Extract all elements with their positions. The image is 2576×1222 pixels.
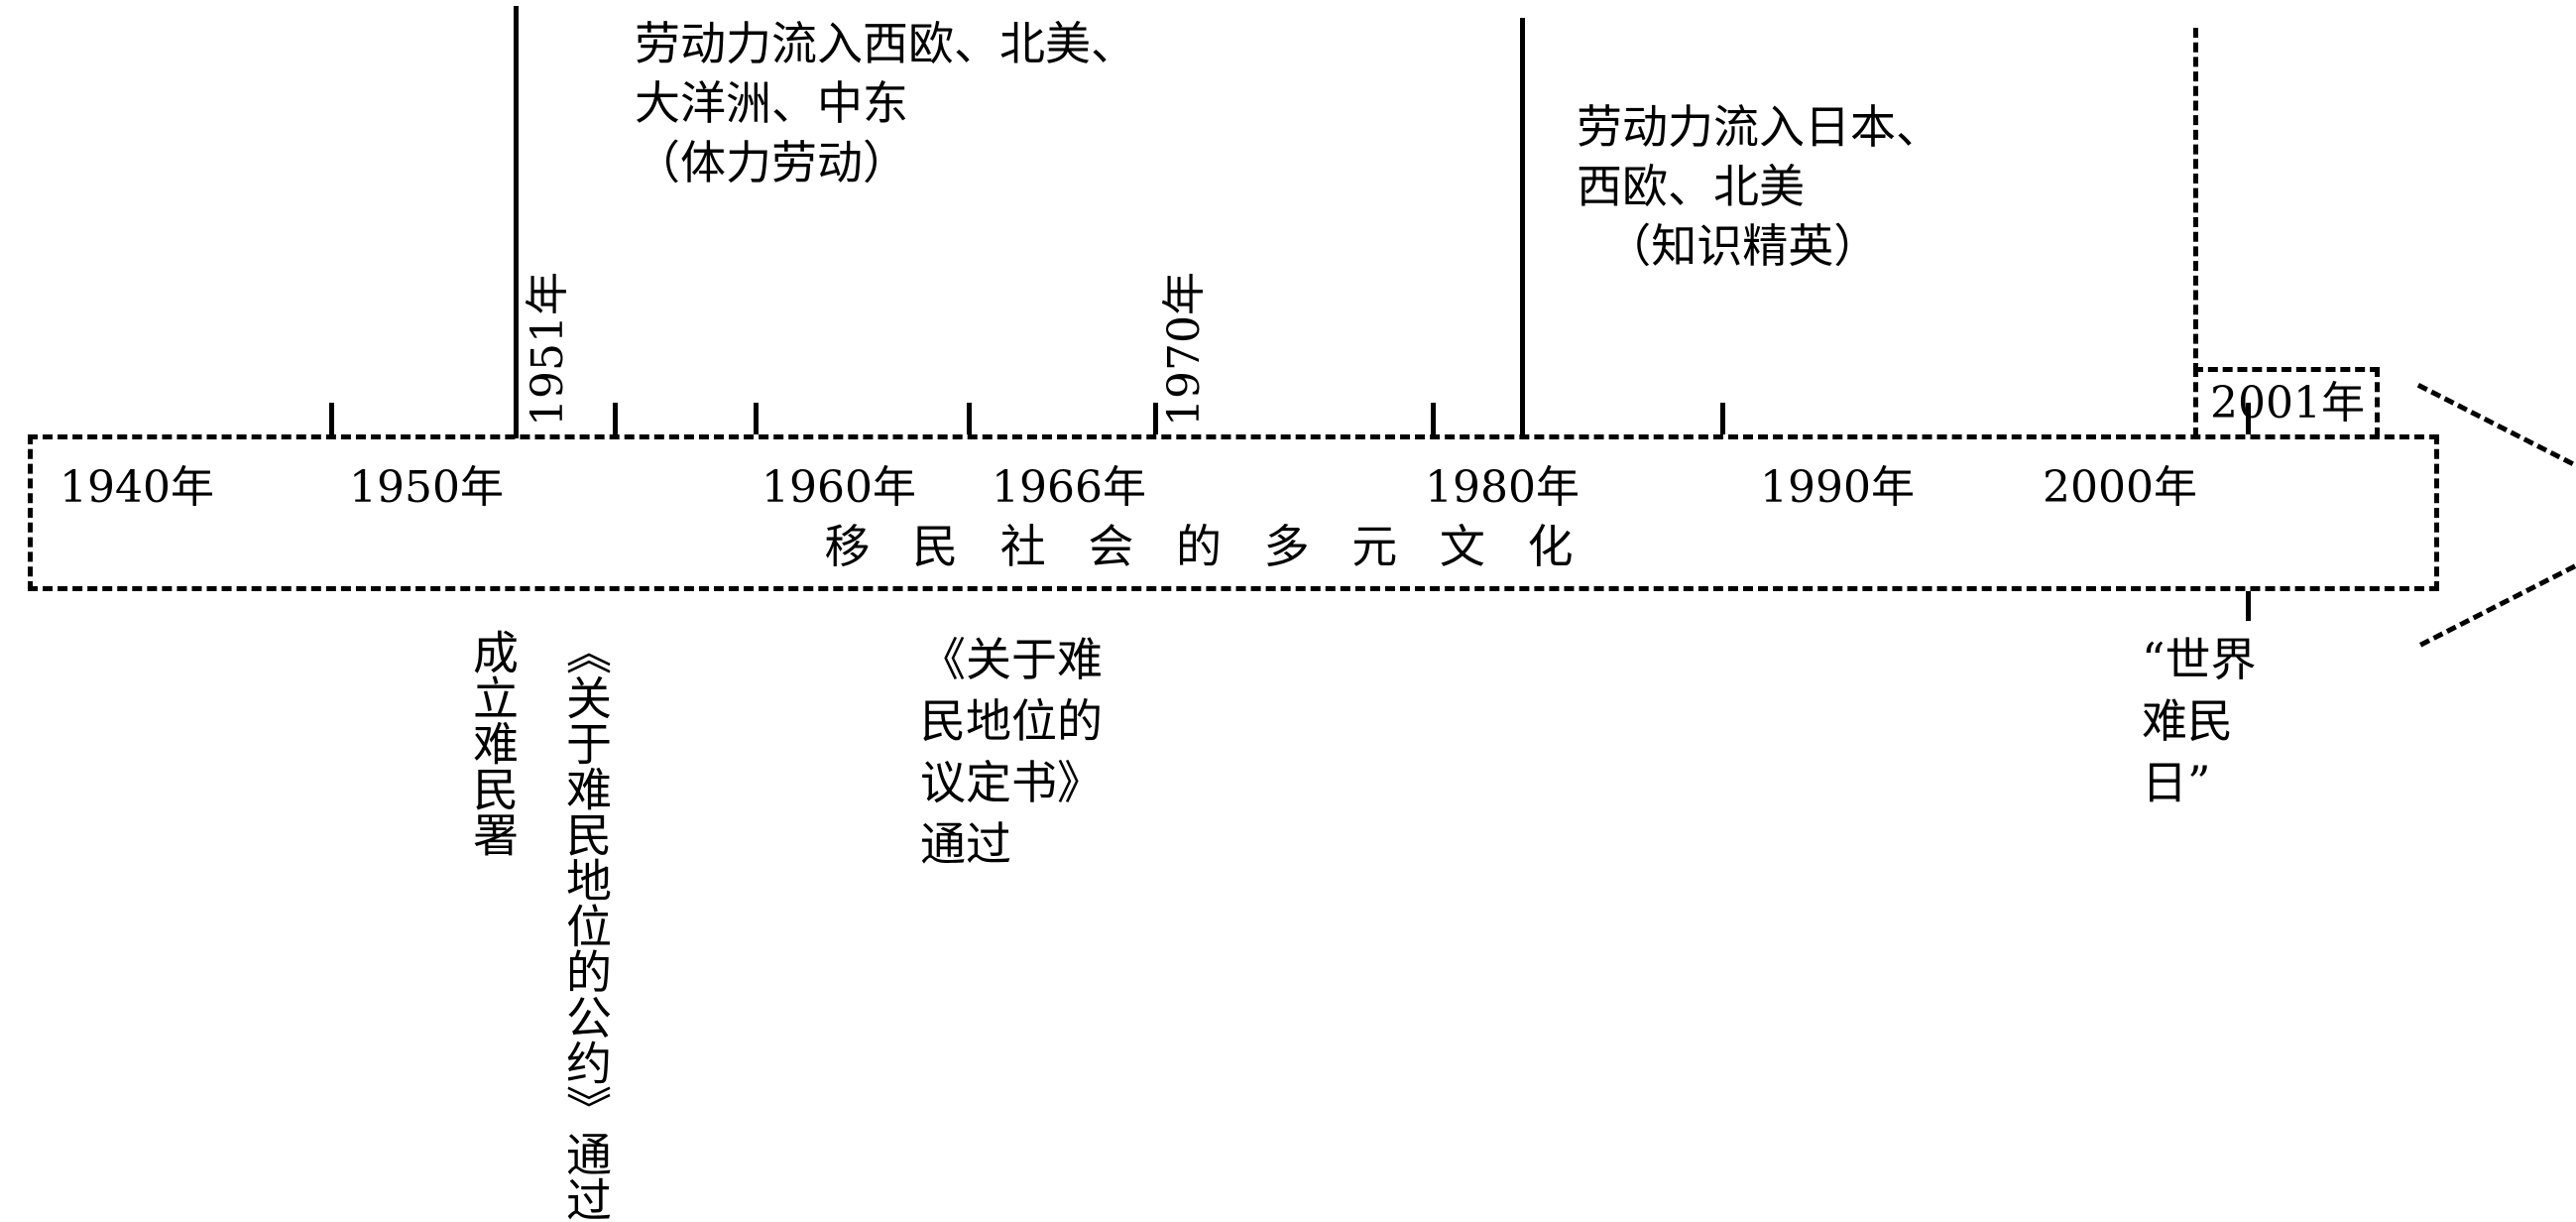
axis-tick bbox=[2246, 403, 2251, 434]
note-refugee-convention: 《关于难民地位的公约》通过 bbox=[559, 629, 613, 1222]
axis-year-label: 1940年 bbox=[59, 462, 214, 513]
timeline-band-right-edge bbox=[2434, 434, 2439, 591]
note-line: 民地位的 bbox=[920, 694, 1103, 748]
axis-year-label: 1980年 bbox=[1425, 462, 1580, 513]
line-2001-dashed bbox=[2193, 28, 2198, 373]
note-line: 劳动力流入日本、 bbox=[1577, 100, 1941, 154]
axis-tick bbox=[754, 403, 759, 434]
axis-year-label: 2000年 bbox=[2043, 462, 2197, 513]
axis-year-label-boxed: 2001年 bbox=[2193, 367, 2380, 437]
axis-tick bbox=[1720, 403, 1725, 434]
note-line: 议定书》 bbox=[920, 756, 1103, 809]
axis-year-label: 1990年 bbox=[1760, 462, 1915, 513]
axis-tick bbox=[2246, 591, 2251, 621]
axis-tick bbox=[1153, 403, 1158, 434]
note-line: 大洋洲、中东 bbox=[635, 76, 908, 130]
note-line: （体力劳动） bbox=[635, 136, 908, 189]
note-labor-to-west: 劳动力流入西欧、北美、大洋洲、中东 （体力劳动） bbox=[635, 14, 1136, 192]
note-world-refugee-day: “世界难民日” bbox=[2142, 629, 2257, 813]
axis-tick bbox=[613, 403, 618, 434]
note-line: 劳动力流入西欧、北美、 bbox=[635, 17, 1136, 70]
timeline-band bbox=[28, 434, 2439, 591]
timeline-caption: 移 民 社 会 的 多 元 文 化 bbox=[824, 520, 1587, 573]
note-refugee-protocol: 《关于难民地位的议定书》通过 bbox=[920, 629, 1103, 875]
axis-tick bbox=[967, 403, 972, 434]
note-line: “世界 bbox=[2142, 633, 2257, 686]
note-line: 难民 bbox=[2142, 694, 2233, 748]
note-line: 日” bbox=[2142, 756, 2211, 809]
note-line: 西欧、北美 bbox=[1577, 160, 1805, 213]
axis-year-label-rotated: 1970年 bbox=[1159, 272, 1210, 427]
arrow-head-stroke bbox=[2416, 383, 2576, 473]
line-1980 bbox=[1520, 18, 1525, 438]
note-refugee-agency: 成立难民署 bbox=[466, 629, 520, 857]
axis-tick bbox=[1431, 403, 1436, 434]
axis-year-label: 1960年 bbox=[761, 462, 916, 513]
note-line: 《关于难 bbox=[920, 633, 1103, 686]
arrow-head-stroke bbox=[2419, 556, 2576, 648]
timeline-diagram: 移 民 社 会 的 多 元 文 化 1940年 1950年 1960年 1966年 19… bbox=[28, 6, 2576, 1222]
arrow-head-icon bbox=[2416, 383, 2576, 648]
axis-year-label-rotated: 1951年 bbox=[523, 272, 573, 427]
axis-year-label: 1950年 bbox=[349, 462, 504, 513]
note-line: （知识精英） bbox=[1577, 219, 1880, 273]
axis-year-label: 1966年 bbox=[992, 462, 1146, 513]
axis-tick bbox=[329, 403, 334, 434]
note-line: 通过 bbox=[920, 817, 1011, 871]
line-1951 bbox=[514, 6, 519, 438]
note-labor-to-japan: 劳动力流入日本、西欧、北美 （知识精英） bbox=[1577, 97, 1941, 276]
